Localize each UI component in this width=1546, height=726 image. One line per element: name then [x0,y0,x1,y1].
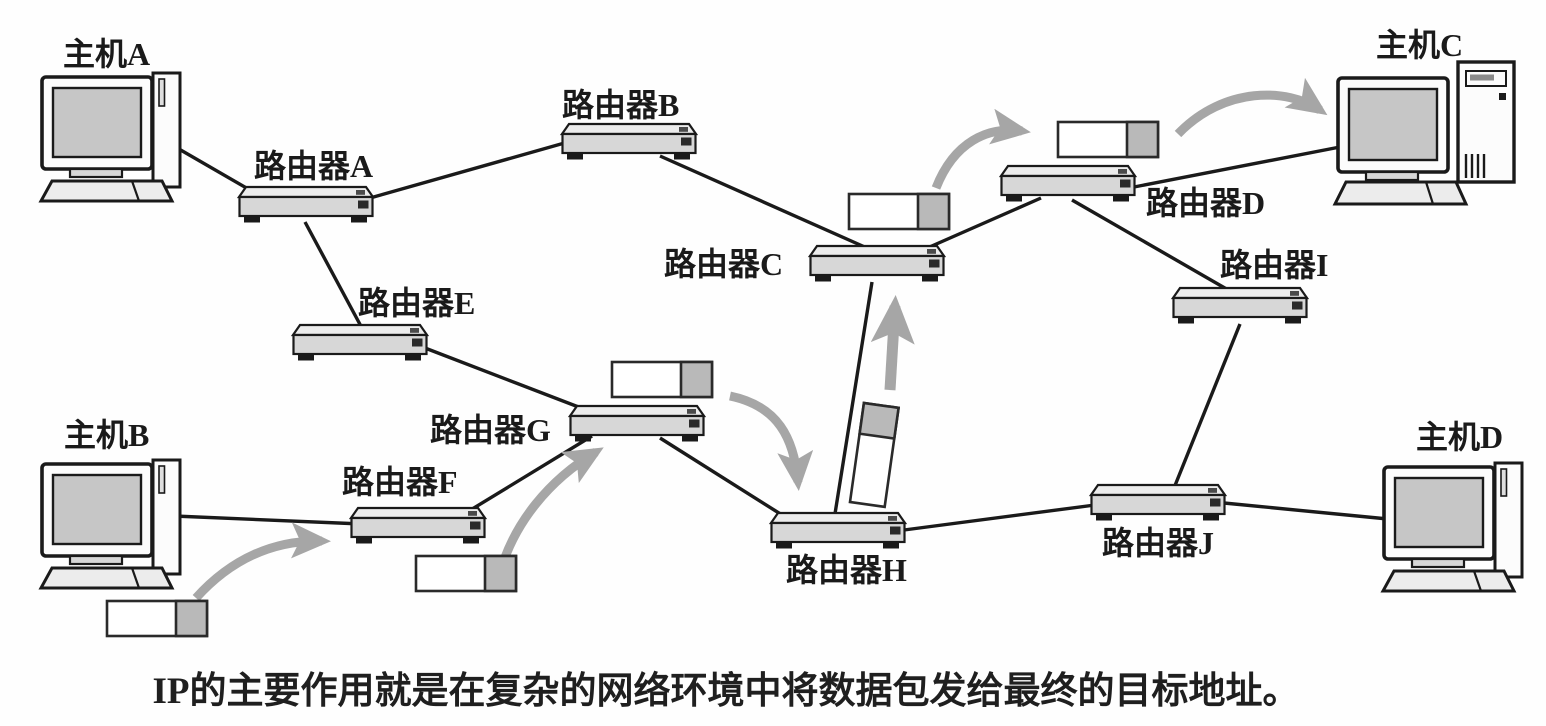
router-d: 路由器D [999,164,1265,221]
host-b: 主机B [39,417,182,590]
router-g: 路由器G [430,404,706,448]
router-c: 路由器C [664,244,946,283]
router-b-label: 路由器B [562,87,679,123]
router-a: 路由器A [237,148,375,224]
host-c-icon [1333,60,1516,206]
router-i-icon [1171,286,1309,325]
link-routerD-routerI [1071,198,1231,293]
packet-tilted-routerH-to-C [848,401,900,509]
link-routerD-hostC [1133,145,1341,189]
arrow-routerD-to-hostC [1174,77,1328,138]
link-routerC-routerH [832,281,874,521]
host-b-icon [39,458,182,590]
router-j-label: 路由器J [1102,525,1214,561]
router-j-icon [1089,483,1227,522]
host-d-label: 主机D [1416,419,1503,455]
packet-above-routerC [847,192,951,231]
packet-near-routerF [414,554,518,593]
link-routerG-routerH [659,436,791,522]
link-routerA-routerE [303,221,365,331]
router-c-icon [808,244,946,283]
router-a-label: 路由器A [254,148,373,184]
router-c-label: 路由器C [664,246,783,282]
packet-above-routerD [1056,120,1160,159]
packet-near-hostB [105,599,209,638]
router-e-icon [291,323,429,362]
link-routerJ-hostD [1223,501,1389,521]
host-d: 主机D [1381,419,1524,593]
link-routerB-routerC [659,154,877,254]
link-hostB-routerF [173,514,363,526]
link-layer [171,140,1389,532]
router-b-icon [560,122,698,161]
host-b-label: 主机B [64,417,149,453]
router-f-icon [349,506,487,545]
host-a-icon [39,71,182,203]
host-a-label: 主机A [63,36,150,72]
router-j: 路由器J [1089,483,1227,561]
link-routerA-routerB [369,140,569,200]
router-g-icon [568,404,706,443]
packet-above-routerG [610,360,714,399]
router-h: 路由器H [769,511,907,588]
router-i: 路由器I [1171,247,1328,325]
arrow-routerH-to-routerC [870,295,915,391]
arrow-routerC-to-routerD [931,108,1031,190]
router-h-label: 路由器H [786,552,907,588]
arrow-hostB-to-routerF [192,522,331,602]
arrow-routerG-to-routerH [729,391,814,491]
router-f-label: 路由器F [342,464,458,500]
router-e: 路由器E [291,285,475,362]
host-d-icon [1381,461,1524,593]
router-i-label: 路由器I [1220,247,1328,283]
router-f: 路由器F [342,464,487,545]
link-routerI-routerJ [1172,323,1242,489]
router-h-icon [769,511,907,550]
link-routerE-routerG [424,346,603,418]
router-d-icon [999,164,1137,203]
link-routerH-routerJ [903,503,1096,532]
router-b: 路由器B [560,87,698,161]
host-c-label: 主机C [1376,27,1463,63]
router-d-label: 路由器D [1146,185,1265,221]
figure-caption: IP的主要作用就是在复杂的网络环境中将数据包发给最终的目标地址。 [153,669,1300,712]
router-e-label: 路由器E [358,285,475,321]
host-a: 主机A [39,36,182,203]
router-g-label: 路由器G [430,412,551,448]
host-c: 主机C [1333,27,1516,206]
link-routerC-routerD [924,196,1042,251]
router-a-icon [237,185,375,224]
